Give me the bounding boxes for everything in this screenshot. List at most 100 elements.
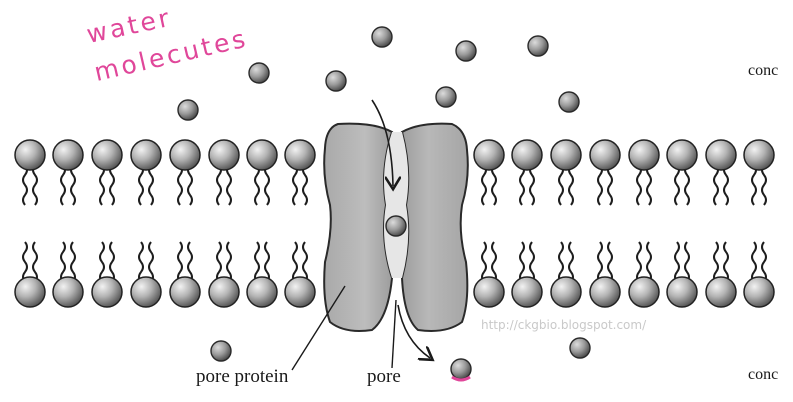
lipid-tail xyxy=(178,165,182,205)
lipid-head xyxy=(92,277,122,307)
lipid-head xyxy=(551,277,581,307)
edge-label-top: conc xyxy=(748,62,778,80)
lipid-head xyxy=(474,140,504,170)
lipid-head xyxy=(170,277,200,307)
lipid-tail xyxy=(520,165,524,205)
water-molecule xyxy=(249,63,269,83)
lipid-head xyxy=(247,140,277,170)
lipid-tail xyxy=(100,242,104,282)
lipid-tail xyxy=(227,242,231,282)
lipid-tail xyxy=(492,242,496,282)
lipid-head xyxy=(247,277,277,307)
water-molecule xyxy=(451,359,471,379)
lipid-tail xyxy=(255,165,259,205)
lipid-head xyxy=(170,140,200,170)
lipid-head xyxy=(512,277,542,307)
lipid-tail xyxy=(569,165,573,205)
water-molecule xyxy=(570,338,590,358)
lipid-head xyxy=(512,140,542,170)
lipid-head xyxy=(744,140,774,170)
lipid-tail xyxy=(608,242,612,282)
watermark: http://ckgbio.blogspot.com/ xyxy=(481,318,646,332)
pore-protein-label: pore protein xyxy=(196,366,288,388)
lipid-tail xyxy=(139,242,143,282)
lipid-tail xyxy=(685,242,689,282)
pore-label: pore xyxy=(367,366,401,388)
lipid-head xyxy=(629,277,659,307)
lipid-tail xyxy=(100,165,104,205)
lipid-tail xyxy=(23,165,27,205)
edge-label-bottom: conc xyxy=(748,366,778,384)
lipid-tail xyxy=(110,242,114,282)
lipid-tail xyxy=(530,242,534,282)
lipid-head xyxy=(15,140,45,170)
lipid-head xyxy=(285,140,315,170)
lipid-tail xyxy=(23,242,27,282)
lipid-tail xyxy=(227,165,231,205)
water-molecule xyxy=(386,216,406,236)
lipid-tail xyxy=(762,242,766,282)
lipid-tail xyxy=(265,165,269,205)
lipid-tail xyxy=(71,242,75,282)
lipid-head xyxy=(92,140,122,170)
lipid-head xyxy=(209,277,239,307)
lipid-tail xyxy=(752,242,756,282)
lipid-tail xyxy=(61,165,65,205)
lipid-tail xyxy=(71,165,75,205)
lipid-tail xyxy=(303,165,307,205)
lipid-head xyxy=(53,277,83,307)
lipid-head xyxy=(53,140,83,170)
lipid-tail xyxy=(149,165,153,205)
lipid-tail xyxy=(598,242,602,282)
lipid-tail xyxy=(482,165,486,205)
lipid-tail xyxy=(637,242,641,282)
lipid-head xyxy=(590,140,620,170)
pore-channel xyxy=(384,132,408,278)
lipid-head xyxy=(629,140,659,170)
lipid-tail xyxy=(217,165,221,205)
lipid-head xyxy=(706,277,736,307)
lipid-head xyxy=(706,140,736,170)
lipid-tail xyxy=(149,242,153,282)
lipid-tail xyxy=(33,165,37,205)
lipid-head xyxy=(667,140,697,170)
lipid-head xyxy=(15,277,45,307)
lipid-head xyxy=(667,277,697,307)
lipid-head xyxy=(551,140,581,170)
lipid-tail xyxy=(608,165,612,205)
lipid-tail xyxy=(530,165,534,205)
water-molecule xyxy=(326,71,346,91)
water-molecule xyxy=(372,27,392,47)
water-molecule xyxy=(436,87,456,107)
lipid-tail xyxy=(188,165,192,205)
lipid-tail xyxy=(293,165,297,205)
lipid-tail xyxy=(33,242,37,282)
lipid-tail xyxy=(714,165,718,205)
lipid-head xyxy=(474,277,504,307)
lipid-tail xyxy=(724,165,728,205)
lipid-tail xyxy=(559,242,563,282)
lipid-tail xyxy=(724,242,728,282)
lipid-tail xyxy=(217,242,221,282)
lipid-tail xyxy=(265,242,269,282)
lipid-tail xyxy=(255,242,259,282)
lipid-tail xyxy=(188,242,192,282)
lipid-head xyxy=(131,277,161,307)
lipid-tail xyxy=(685,165,689,205)
lipid-tail xyxy=(762,165,766,205)
lipid-head xyxy=(590,277,620,307)
lipid-tail xyxy=(569,242,573,282)
water-molecule xyxy=(211,341,231,361)
lipid-tail xyxy=(139,165,143,205)
lipid-tail xyxy=(61,242,65,282)
lipid-head xyxy=(285,277,315,307)
lipid-tail xyxy=(675,165,679,205)
lipid-head xyxy=(744,277,774,307)
water-molecule xyxy=(528,36,548,56)
pore-protein-right-half xyxy=(402,124,468,331)
lipid-tail xyxy=(559,165,563,205)
lipid-tail xyxy=(520,242,524,282)
lipid-tail xyxy=(110,165,114,205)
lipid-tail xyxy=(293,242,297,282)
